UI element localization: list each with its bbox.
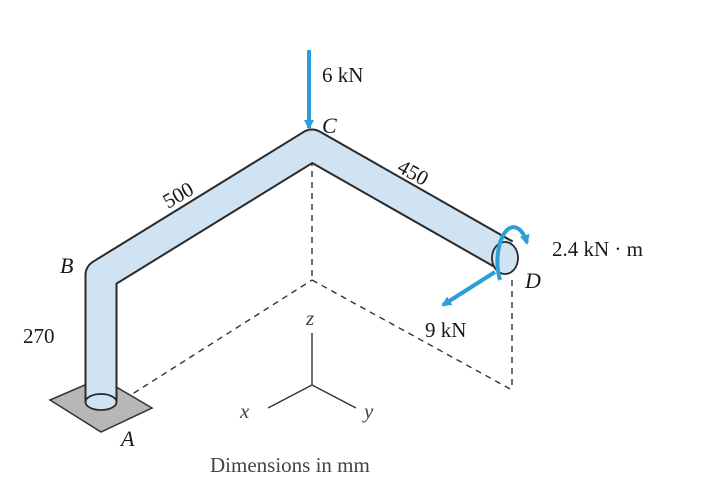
construction-lines — [114, 160, 513, 406]
x-axis-label: x — [239, 399, 250, 423]
y-axis-label: y — [362, 399, 374, 423]
force-D-label: 9 kN — [425, 318, 466, 342]
point-B-label: B — [60, 253, 73, 278]
dashed-line-A-to-origin — [114, 279, 313, 406]
pipe-end-A — [84, 393, 118, 411]
moment-D-label: 2.4 kN · m — [552, 237, 643, 261]
point-A-label: A — [119, 426, 135, 451]
loads — [304, 50, 530, 307]
moment-arrow-D — [495, 225, 530, 281]
figure-caption: Dimensions in mm — [210, 453, 370, 472]
force-C-label: 6 kN — [322, 63, 363, 87]
point-D-label: D — [524, 268, 541, 293]
coordinate-axes — [267, 333, 357, 409]
z-axis-label: z — [305, 306, 314, 330]
dimension-AB-label: 270 — [23, 324, 55, 348]
dashed-line-origin-to-ground — [311, 279, 513, 391]
x-axis-line — [267, 384, 313, 409]
pipe — [84, 128, 514, 402]
force-arrow-D — [441, 270, 497, 307]
point-C-label: C — [322, 113, 337, 138]
y-axis-line — [311, 384, 357, 409]
